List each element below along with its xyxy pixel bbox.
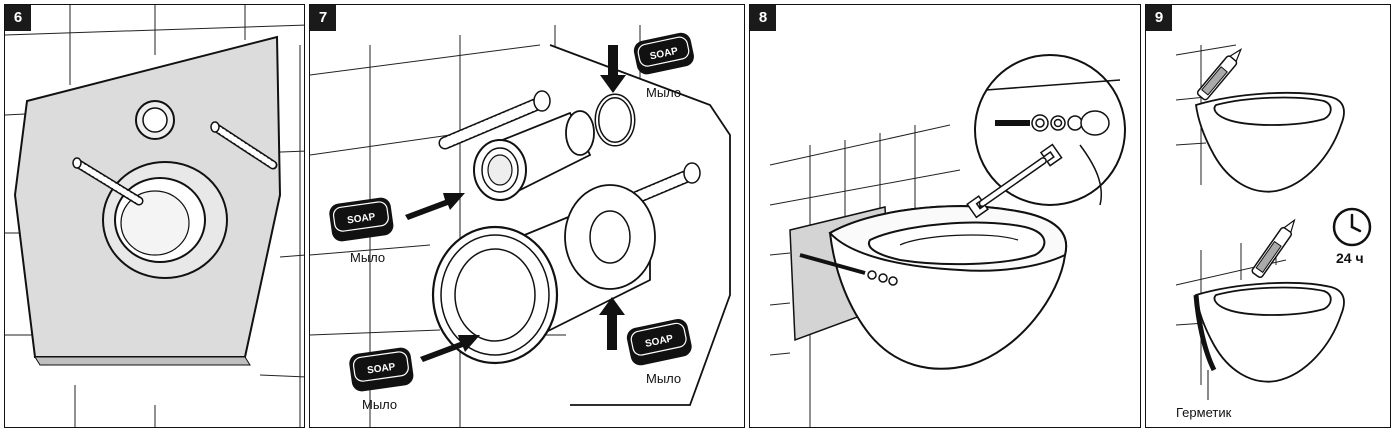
- toilet-bottom: [1195, 281, 1345, 383]
- step-8-illustration: [769, 54, 1126, 427]
- arrows: [405, 45, 626, 362]
- step-number: 6: [5, 5, 31, 31]
- threaded-stud-top: [438, 90, 551, 150]
- bolts: [799, 253, 898, 286]
- soap-label-left: Мыло: [350, 250, 386, 265]
- sealant-label: Герметик: [1176, 405, 1232, 420]
- wrench-icon: [966, 143, 1063, 219]
- panel-step-8: 8: [749, 4, 1141, 428]
- step-number: 8: [750, 5, 776, 31]
- threaded-stud-left: [72, 157, 144, 206]
- flush-pipe: [473, 110, 595, 201]
- threaded-stud-right: [210, 121, 278, 170]
- soap-label-bottom-right: Мыло: [646, 371, 682, 386]
- panel-step-6: 6: [4, 4, 305, 428]
- step-9-illustration: [1175, 44, 1372, 400]
- toilet-top: [1195, 91, 1345, 193]
- step-7-illustration: SOAP SOAP SOAP SOAP: [310, 25, 731, 427]
- step-number: 9: [1146, 5, 1172, 31]
- caulk-gun-bottom-icon: [1251, 218, 1296, 279]
- soap-label-bottom-left: Мыло: [362, 397, 398, 412]
- soap-bar-bottom-right: SOAP: [626, 318, 692, 366]
- soap-text: SOAP: [366, 362, 396, 377]
- detail-inset: [974, 54, 1126, 206]
- duration-label: 24 ч: [1336, 250, 1364, 266]
- panel-step-7: SOAP SOAP SOAP SOAP 7 Мыло Мыло Мыло Мыл…: [309, 4, 745, 428]
- cap-icon: [1080, 110, 1110, 136]
- soap-text: SOAP: [346, 212, 376, 227]
- step-6-illustration: [5, 5, 304, 427]
- soap-bar-left: SOAP: [329, 197, 394, 242]
- soap-bar-bottom-left: SOAP: [349, 347, 414, 392]
- wall-hung-toilet: [828, 205, 1068, 370]
- sealant-line: [1193, 294, 1217, 372]
- nut-icon: [1067, 115, 1083, 131]
- clock-icon: [1332, 207, 1372, 247]
- soap-bar-top: SOAP: [633, 32, 694, 75]
- wall-tiles: [5, 5, 304, 427]
- drain-pipe: [431, 184, 656, 365]
- panel-step-9: 9 24 ч Герметик: [1145, 4, 1391, 428]
- soap-label-top: Мыло: [646, 85, 682, 100]
- step-number: 7: [310, 5, 336, 31]
- caulk-gun-top-icon: [1196, 48, 1243, 101]
